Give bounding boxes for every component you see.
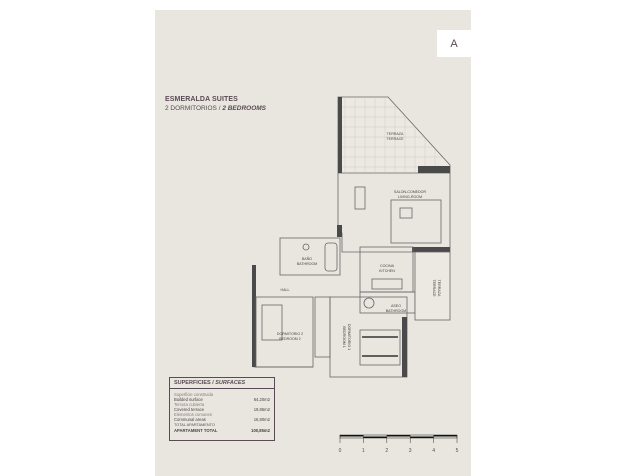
label-bath: BAÑO	[302, 256, 312, 261]
project-subtitle: 2 DORMITORIOS / 2 BEDROOMS	[165, 105, 266, 112]
scale-tick-label: 1	[362, 448, 365, 454]
scale-bar: 0 1 2 3 4 5	[339, 434, 459, 454]
subtitle-en: 2 BEDROOMS	[222, 105, 267, 112]
row-value: 16,80m2	[253, 417, 270, 423]
total-row: APARTAMENT TOTAL 100,85m2	[170, 428, 274, 433]
label-aseo: ASEO	[391, 304, 401, 308]
row-label: Builded surface	[174, 397, 203, 402]
subtitle-es: 2 DORMITORIOS /	[165, 105, 223, 112]
label-bed2-en: BEDROOM 2	[279, 337, 301, 341]
unit-label: A	[437, 30, 471, 57]
label-kitchen-en: KITCHEN	[379, 269, 395, 273]
row-label: Communal areas	[174, 417, 206, 423]
bedroom2-walls	[255, 296, 314, 368]
surfaces-table: SUPERFICIES / SURFACES Superficie constr…	[169, 377, 275, 441]
label-aseo-en: BATHROOM	[386, 309, 407, 313]
scale-tick-label: 3	[409, 448, 412, 454]
surface-row: Communal areas 16,80m2	[170, 417, 274, 422]
surface-row: Builded surface 64,20m2	[170, 397, 274, 402]
heading-es: SUPERFICIES /	[174, 380, 216, 386]
label-terrace2: TERRAZA	[437, 280, 441, 297]
label-terrace: TERRAZA	[387, 132, 404, 136]
project-title: ESMERALDA SUITES	[165, 96, 238, 103]
dining-table	[354, 186, 366, 210]
row-label-es: Terraza cubierta	[174, 402, 205, 408]
label-bed1-en: BEDROOM 1	[342, 326, 346, 348]
label-living: SALON-COMEDOR	[394, 190, 427, 194]
total-label: APARTAMENT TOTAL	[174, 427, 218, 433]
label-terrace-en: TERRACE	[386, 137, 404, 141]
heading-en: SURFACES	[215, 380, 246, 386]
bathroom-walls	[279, 237, 341, 276]
row-label-es: Superficie construida	[174, 392, 214, 397]
scale-tick-label: 4	[432, 448, 435, 454]
label-hall: HALL	[281, 288, 290, 292]
label-bed1: DORMITORIO 1	[347, 324, 351, 350]
row-label-es: Elementos comunes	[174, 412, 212, 418]
total-label-es: TOTAL APARTAMENTO	[174, 422, 215, 427]
scale-tick-label: 2	[385, 448, 388, 454]
sofa-area	[390, 199, 442, 244]
small-terrace	[414, 251, 451, 321]
scale-tick-label: 0	[339, 448, 342, 454]
label-kitchen: COCINA	[380, 264, 395, 268]
total-value: 100,85m2	[251, 427, 270, 433]
living-walls	[337, 173, 451, 253]
label-bed2: DORMITORIO 2	[277, 332, 303, 336]
label-terrace2-en: TERRACE	[432, 279, 436, 297]
tv-unit	[399, 207, 413, 219]
row-label: Covered terrace	[174, 407, 205, 413]
scale-tick-label: 5	[456, 448, 459, 454]
row-value: 64,20m2	[253, 397, 270, 402]
surfaces-heading: SUPERFICIES / SURFACES	[170, 378, 274, 389]
surface-row: Covered terrace 19,85m2	[170, 407, 274, 412]
label-bath-en: BATHROOM	[297, 262, 318, 266]
label-living-en: LIVING-ROOM	[398, 195, 422, 199]
row-value: 19,85m2	[253, 407, 270, 413]
